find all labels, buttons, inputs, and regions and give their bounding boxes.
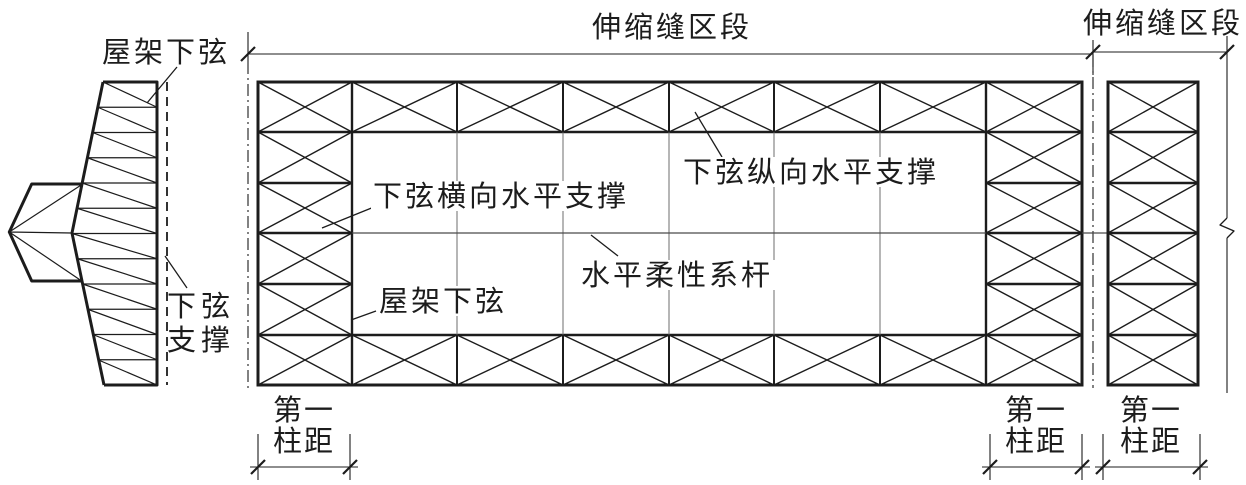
dim-tick-marks-bottom <box>250 459 1208 475</box>
transverse-bracing-label: 下弦横向水平支撑 <box>371 179 632 213</box>
strip-divider-verticals <box>456 82 881 385</box>
bottom-dimension-lines <box>250 434 1208 480</box>
truss-web-diagonals <box>71 81 158 386</box>
top-strip-x-bracing <box>257 81 1083 133</box>
expansion-joint-segment-label-2: 伸缩缝区段 <box>1083 6 1244 40</box>
right-section-dividers <box>1108 130 1198 337</box>
flexible-tie-label: 水平柔性系杆 <box>579 258 776 292</box>
dim-tick-marks-top <box>240 44 1235 62</box>
truss-lower-chord-plan-label: 屋架下弦 <box>377 284 510 318</box>
first-column-spacing-label-3: 第一 柱距 <box>1119 393 1182 458</box>
right-column-x-bracing <box>985 131 1083 336</box>
right-section-x-bracing <box>1107 81 1199 386</box>
bottom-strip-x-bracing <box>257 334 1083 386</box>
leader-lines <box>146 66 723 321</box>
leader-longitudinal-bracing <box>694 111 723 158</box>
break-line-symbol <box>1219 217 1235 239</box>
expansion-joint-segment-label-1: 伸缩缝区段 <box>591 10 752 44</box>
top-dimension-lines <box>240 32 1235 393</box>
longitudinal-bracing-label: 下弦纵向水平支撑 <box>681 155 942 189</box>
spacing-extension-bars <box>257 434 1201 480</box>
right-section-plan <box>1106 80 1200 387</box>
truss-web-horizontals <box>72 106 157 361</box>
dim-extension-lines <box>247 32 1228 393</box>
leader-flexible-tie <box>590 234 619 257</box>
lower-chord-bracing-line1: 下弦 <box>167 289 236 323</box>
leader-truss-lower-chord-plan <box>350 310 377 321</box>
truss-lower-chord-top-label: 屋架下弦 <box>102 35 231 69</box>
lower-chord-bracing-label: 下弦 支撑 <box>167 289 235 357</box>
leader-truss-lower-chord-top <box>146 66 178 104</box>
first-column-spacing-label-1: 第一 柱距 <box>272 393 335 458</box>
main-bracing-plan <box>256 80 1108 387</box>
column-axes <box>247 55 1094 392</box>
truss-peak-web <box>8 183 84 282</box>
lower-chord-bracing-line2: 支撑 <box>167 323 236 357</box>
first-column-spacing-label-2: 第一 柱距 <box>1004 393 1067 458</box>
truss-elevation <box>7 80 168 387</box>
leader-transverse-bracing <box>321 206 375 229</box>
left-column-x-bracing <box>257 131 353 336</box>
leader-lower-chord-bracing <box>164 255 188 289</box>
